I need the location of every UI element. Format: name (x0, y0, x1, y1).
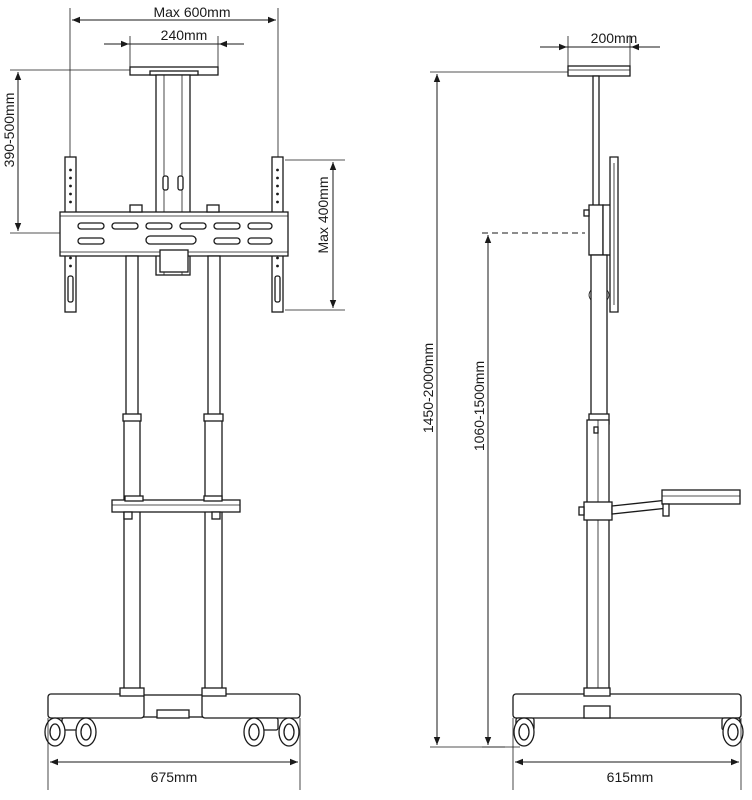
base-socket (583, 687, 611, 697)
shelf-knob (123, 511, 133, 520)
left-base-foot (47, 693, 145, 719)
right-base-foot (201, 693, 301, 719)
right-base-socket (201, 687, 227, 697)
shelf-support-arm (611, 499, 669, 515)
rail-slots (77, 222, 273, 245)
right-outer-pole (204, 417, 223, 697)
inner-pole (590, 254, 608, 419)
side-shelf (661, 489, 741, 505)
shelf-knob (211, 511, 221, 520)
column-clamp (159, 249, 189, 273)
side-view: 200mm 1450-2000mm 1060-1500mm (420, 30, 744, 790)
center-height-label: 1060-1500mm (471, 361, 487, 451)
vertical-range-label: 390-500mm (1, 93, 17, 168)
upper-column (592, 75, 600, 209)
caster-wheel (513, 717, 535, 747)
column-slot (177, 175, 184, 191)
caster-wheel (243, 717, 300, 747)
left-base-socket (119, 687, 145, 697)
left-inner-pole (125, 255, 139, 422)
base-depth-label: 615mm (607, 769, 654, 785)
right-pole-collar (203, 413, 224, 422)
pole-break (606, 289, 610, 301)
max-width-label: Max 600mm (153, 4, 230, 20)
left-arm-holes (67, 168, 74, 303)
bracket-knob (583, 209, 590, 217)
plate-width-label: 240mm (161, 27, 208, 43)
left-outer-pole (123, 417, 141, 697)
middle-shelf (111, 499, 241, 513)
max-height-label: Max 400mm (315, 176, 331, 253)
clamp-knob (578, 506, 585, 516)
mounting-rail (59, 211, 289, 257)
rail-clip (129, 204, 143, 213)
caster-wheel (44, 717, 97, 747)
shelf-clamp (583, 501, 613, 521)
base-plate (583, 705, 611, 719)
right-inner-pole (207, 255, 221, 422)
front-view: Max 600mm 240mm 390-500mm Max 400mm (1, 4, 345, 790)
base-foot (512, 693, 742, 719)
shelf-clamp (203, 495, 223, 502)
caster-wheel (721, 717, 744, 747)
pole-break (588, 289, 592, 301)
base-width-label: 675mm (151, 769, 198, 785)
shelf-screw (662, 503, 670, 517)
tilt-bracket (588, 204, 604, 256)
pole-pin (593, 426, 599, 434)
base-plate (156, 709, 190, 719)
plate-depth-label: 200mm (591, 30, 638, 46)
column-slot (162, 175, 169, 191)
shelf-clamp (124, 495, 144, 502)
left-pole-collar (122, 413, 142, 422)
total-height-label: 1450-2000mm (420, 343, 436, 433)
top-camera-shelf (567, 65, 631, 77)
rail-clip (206, 204, 220, 213)
right-arm-holes (274, 168, 281, 303)
